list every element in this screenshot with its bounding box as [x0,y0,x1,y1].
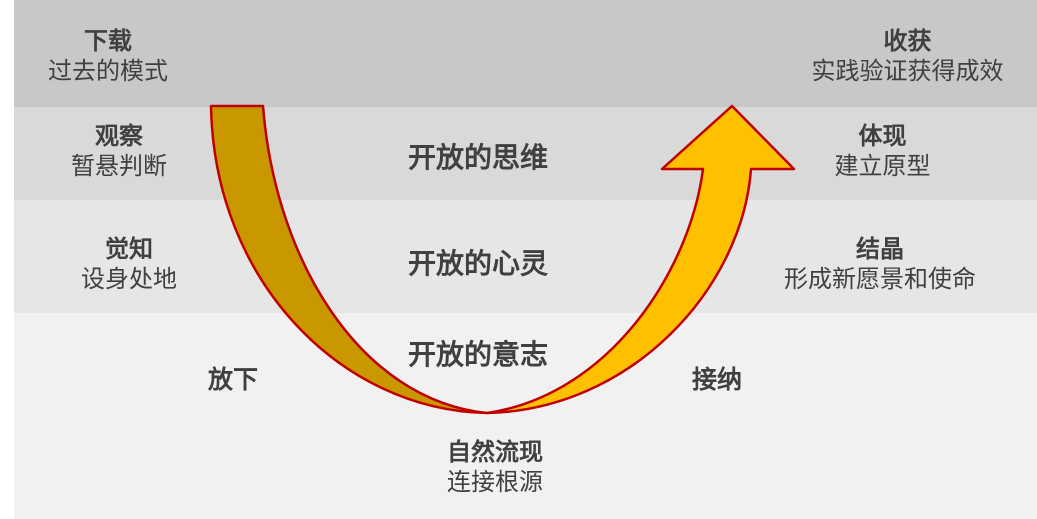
band-download [14,0,1037,107]
stage-observe: 观察 暂悬判断 [58,121,180,181]
stage-crystallize-title: 结晶 [856,235,904,263]
stage-harvest-title: 收获 [883,27,932,55]
stage-observe-title: 观察 [95,122,143,150]
stage-sense: 觉知 设身处地 [68,234,190,294]
stage-embody-sub: 建立原型 [834,152,931,180]
stage-embody-title: 体现 [858,122,907,150]
stage-embody: 体现 建立原型 [815,121,950,181]
stage-sense-sub: 设身处地 [81,265,177,293]
stage-emerge-sub: 连接根源 [447,468,543,496]
let-go-label: 放下 [208,365,259,394]
stage-harvest: 收获 实践验证获得成效 [780,26,1035,86]
open-will-label: 开放的意志 [408,338,549,371]
band-open-will [14,313,1037,519]
stage-sense-title: 觉知 [105,235,153,263]
open-heart-label: 开放的心灵 [408,247,549,280]
stage-observe-sub: 暂悬判断 [71,152,167,180]
stage-download-title: 下载 [84,27,132,55]
stage-emerge: 自然流现 连接根源 [420,437,570,497]
u-arrow-right-limb [485,104,796,415]
stage-crystallize: 结晶 形成新愿景和使命 [755,234,1005,294]
stage-download-sub: 过去的模式 [48,57,168,85]
stage-emerge-title: 自然流现 [447,438,543,466]
stage-crystallize-sub: 形成新愿景和使命 [784,265,976,293]
stage-download: 下载 过去的模式 [38,26,178,86]
band-open-heart [14,200,1037,313]
stage-harvest-sub: 实践验证获得成效 [811,57,1004,85]
let-come-label: 接纳 [692,365,743,394]
open-mind-label: 开放的思维 [408,141,549,174]
band-open-mind [14,107,1037,200]
